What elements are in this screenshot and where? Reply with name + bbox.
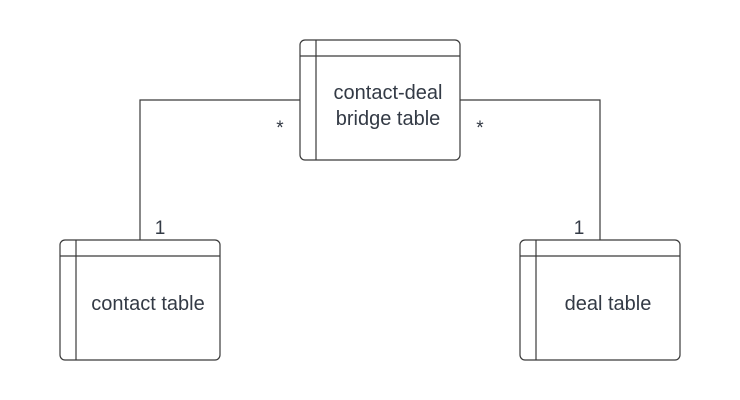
connector-contact-bridge [139,99,300,240]
deal-table-label: deal table [565,293,652,315]
entity-deal-table[interactable] [519,239,681,361]
entity-bridge-table[interactable] [299,39,461,161]
bridge-table-label-line1: contact-deal [334,82,443,104]
connector-deal-bridge [460,99,601,240]
cardinality-deal-bridge-many: * [476,118,484,139]
bridge-table-label-line2: bridge table [336,108,441,130]
contact-table-label: contact table [91,293,204,315]
cardinality-deal-bridge-one: 1 [574,218,585,239]
cardinality-contact-bridge-one: 1 [155,218,166,239]
cardinality-contact-bridge-many: * [276,118,284,139]
entity-contact-table[interactable] [59,239,221,361]
